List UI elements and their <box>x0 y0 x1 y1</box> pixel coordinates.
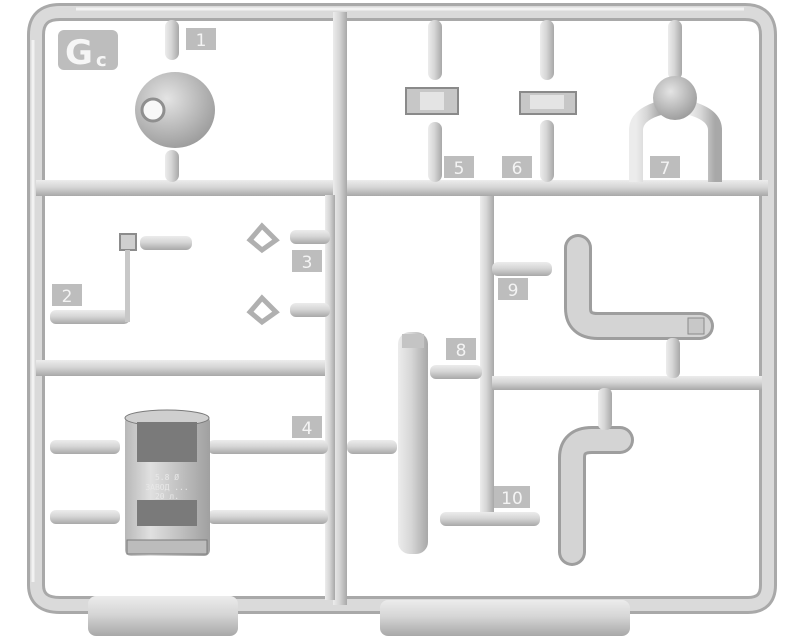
sprue-letter: G <box>65 33 93 73</box>
canister-line-2: ЗАВОД ... <box>145 483 188 492</box>
sprue-sub-letter: c <box>96 50 107 71</box>
frame-bottom-tab-left <box>88 596 238 636</box>
part-6-bracket <box>519 20 577 182</box>
part-10-pipe <box>558 388 634 566</box>
part-9-pipe <box>564 234 714 378</box>
part-1-disc <box>135 20 215 182</box>
part-number-8: 8 <box>456 341 467 361</box>
part-number-3: 3 <box>302 253 313 273</box>
part-number-2: 2 <box>62 287 73 307</box>
part-number-7: 7 <box>660 159 671 179</box>
sprue-letter-tag: G c <box>58 30 118 73</box>
part-number-6: 6 <box>512 159 523 179</box>
canister-line-3: 20 л. <box>155 492 179 501</box>
part-3-clips <box>246 222 330 326</box>
frame-bottom-tab-right <box>380 600 630 636</box>
part-5-bracket <box>405 20 459 182</box>
part-4-canister: 5.8 Ø ЗАВОД ... 20 л. <box>124 409 210 556</box>
part-number-5: 5 <box>454 159 465 179</box>
part-number-1: 1 <box>196 31 207 51</box>
sprue-frame <box>27 3 777 636</box>
part-number-tags: 1 2 3 4 5 6 7 8 9 10 <box>52 28 680 509</box>
part-2-rod <box>119 196 192 322</box>
part-number-4: 4 <box>302 419 313 439</box>
sprue-runners <box>36 12 768 605</box>
part-number-10: 10 <box>501 489 523 509</box>
canister-line-1: 5.8 Ø <box>155 472 179 482</box>
part-8-tube <box>398 332 428 554</box>
part-7-dome <box>629 20 722 182</box>
part-number-9: 9 <box>508 281 519 301</box>
